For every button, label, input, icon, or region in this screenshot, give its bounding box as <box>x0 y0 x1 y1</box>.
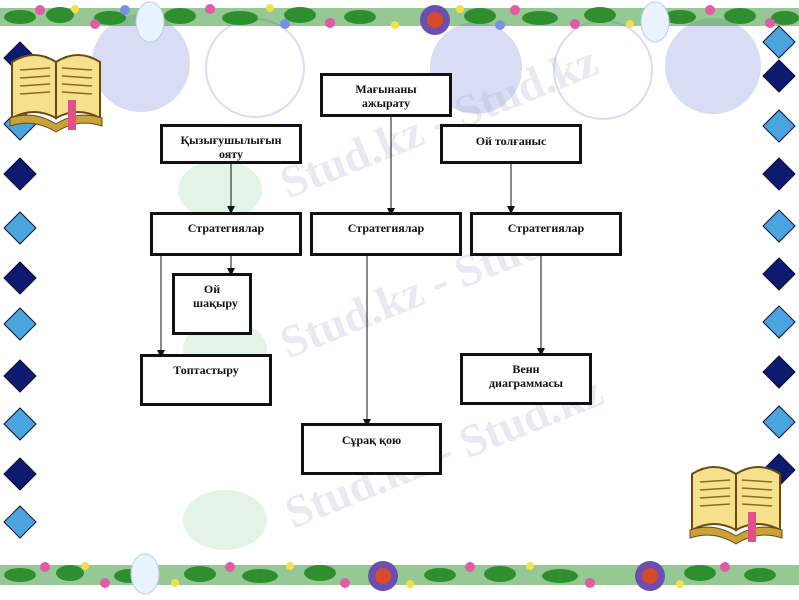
node-left-head: Қызығушылығын ояту <box>160 124 302 164</box>
flower-garland-top <box>0 1 799 43</box>
node-oi-shakyru-label: Ой шақыру <box>193 282 238 310</box>
node-root-label: Мағынаны ажырату <box>355 82 417 110</box>
open-book-icon <box>9 54 103 133</box>
open-book-icon <box>689 466 783 545</box>
node-venn-label: Венн диаграммасы <box>488 362 564 390</box>
node-strategy-left-label: Стратегиялар <box>187 221 265 235</box>
flower-garland-bottom <box>0 553 799 595</box>
node-toptastyru-label: Топтастыру <box>173 363 239 377</box>
node-strategy-mid-label: Стратегиялар <box>347 221 425 235</box>
node-venn: Венн диаграммасы <box>460 353 592 405</box>
node-surak-koyu: Сұрақ қою <box>301 423 442 475</box>
node-root: Мағынаны ажырату <box>320 73 452 117</box>
node-strategy-right: Стратегиялар <box>470 212 622 256</box>
decor-circle <box>665 18 761 114</box>
node-strategy-left: Стратегиялар <box>150 212 302 256</box>
node-oi-shakyru: Ой шақыру <box>172 273 252 335</box>
node-toptastyru: Топтастыру <box>140 354 272 406</box>
node-strategy-right-label: Стратегиялар <box>507 221 585 235</box>
node-right-head: Ой толғаныс <box>440 124 582 164</box>
node-left-head-label: Қызығушылығын ояту <box>180 133 282 161</box>
node-strategy-mid: Стратегиялар <box>310 212 462 256</box>
node-surak-koyu-label: Сұрақ қою <box>341 433 402 447</box>
node-right-head-label: Ой толғаныс <box>475 134 547 148</box>
